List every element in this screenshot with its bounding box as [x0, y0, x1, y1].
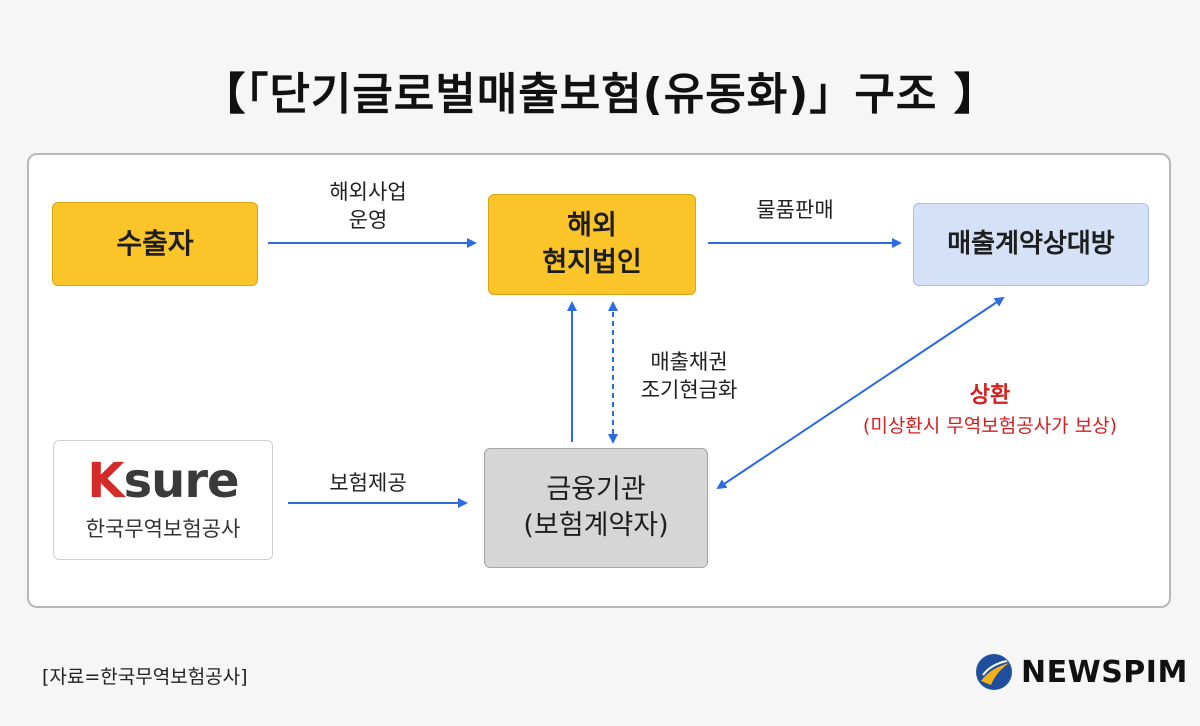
bank-label-line1: 금융기관: [546, 473, 646, 505]
source-caption: [자료=한국무역보험공사]: [42, 666, 248, 688]
ksure-name: 한국무역보험공사: [85, 516, 241, 541]
exporter-label: 수출자: [116, 227, 194, 261]
newspim-wordmark: NEWSPIM: [1021, 654, 1188, 690]
ksure-logo: Ksure: [87, 452, 239, 509]
counterparty-label: 매출계약상대방: [947, 228, 1115, 259]
exporter-box: 수출자: [52, 202, 258, 286]
counterparty-box: 매출계약상대방: [913, 203, 1149, 286]
subsidiary-label-line2: 현지법인: [542, 246, 642, 278]
edge-label-repayment: 상환: [969, 383, 1011, 408]
edge-label-securitization: 매출채권 조기현금화: [640, 350, 738, 403]
newspim-brand: NEWSPIM: [975, 653, 1188, 691]
bank-label-line2: (보험계약자): [523, 510, 669, 541]
edge-label-sale-of-goods: 물품판매: [756, 198, 834, 222]
subsidiary-label-line1: 해외: [567, 210, 617, 242]
ksure-box: Ksure 한국무역보험공사: [53, 440, 273, 560]
edge-label-repayment-note: (미상환시 무역보험공사가 보상): [862, 415, 1118, 437]
subsidiary-box: 해외 현지법인: [488, 194, 696, 295]
page-title: 【「단기글로벌매출보험(유동화)」구조 】: [201, 69, 999, 120]
edge-label-insurance: 보험제공: [329, 471, 407, 495]
edge-label-overseas-ops: 해외사업 운영: [329, 180, 407, 233]
bank-box: 금융기관 (보험계약자): [484, 448, 708, 568]
newspim-logo-icon: [976, 654, 1012, 690]
arrow-repayment: [716, 296, 1005, 490]
